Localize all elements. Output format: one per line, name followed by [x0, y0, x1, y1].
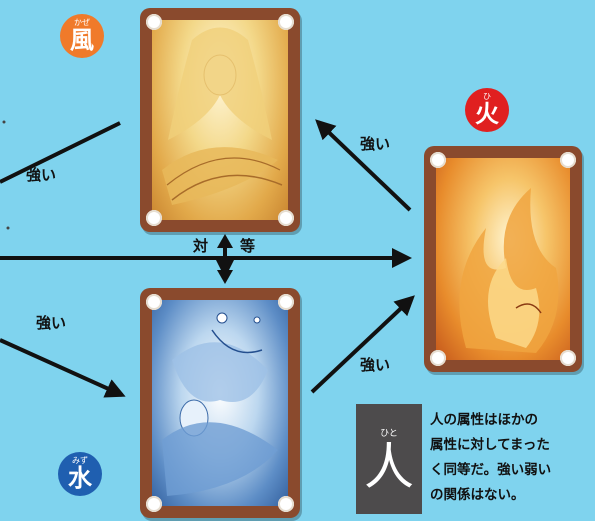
label-strong-fire: 強い [360, 135, 391, 153]
arrow-left-to-water [0, 338, 126, 398]
arrow-water-to-fire [310, 295, 415, 394]
label-strong-water-right: 強い [360, 356, 391, 374]
wind-kanji: 風 [70, 25, 94, 54]
fire-ruby: ひ [483, 92, 491, 101]
human-kanji: 人 [364, 438, 414, 496]
wind-ruby: かぜ [74, 18, 90, 27]
fire-card-art [436, 158, 570, 360]
water-kanji: 水 [68, 463, 92, 492]
wind-card-art [152, 20, 288, 220]
arrow-wind-to-left [0, 121, 121, 184]
note-line: 属性に対してまった [430, 437, 550, 453]
water-card-art [152, 300, 288, 506]
human-element-box: ひと 人 [356, 404, 422, 514]
label-equal-right: 等 [240, 237, 256, 255]
fire-card [424, 146, 582, 372]
label-strong-left: 強い [26, 166, 57, 184]
water-ruby: みず [72, 456, 88, 465]
water-element-badge: みず 水 [58, 452, 102, 496]
label-equal-left: 対 [193, 237, 209, 255]
human-ruby: ひと [380, 429, 398, 439]
fire-element-badge: ひ 火 [465, 88, 509, 132]
wind-element-badge: かぜ 風 [60, 14, 104, 58]
fire-kanji: 火 [475, 99, 499, 128]
note-line: 人の属性はほかの [430, 412, 538, 428]
label-strong-water-left: 強い [36, 314, 67, 332]
water-card [140, 288, 300, 518]
wind-card [140, 8, 300, 232]
human-explanation-text: 人の属性はほかの 属性に対してまった く同等だ。強い弱い の関係はない。 [430, 408, 592, 508]
note-line: く同等だ。強い弱い [430, 462, 552, 478]
arrow-fire-to-wind [315, 119, 412, 212]
note-line: の関係はない。 [430, 487, 525, 503]
